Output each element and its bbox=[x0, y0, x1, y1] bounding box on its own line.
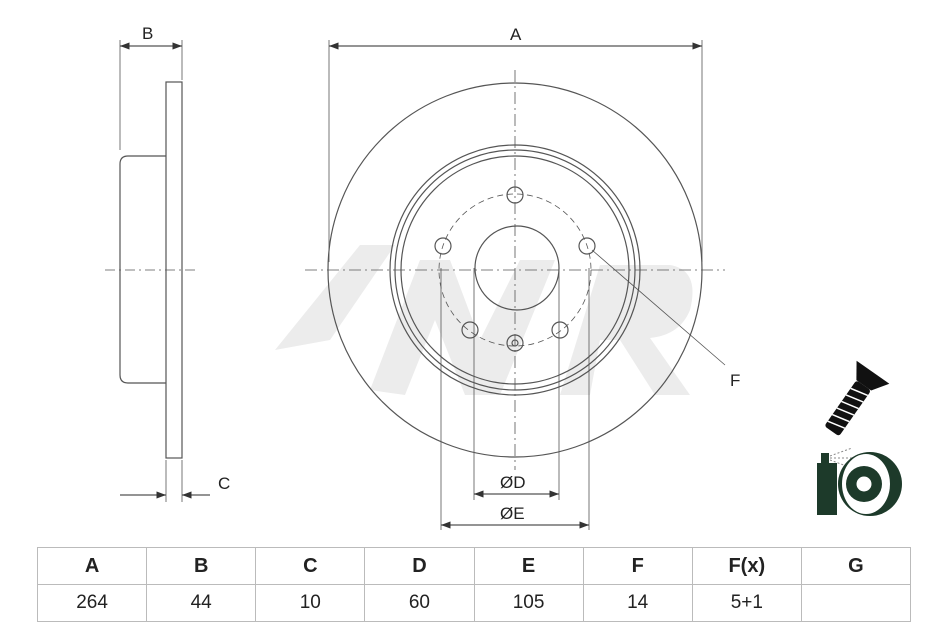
label-c: C bbox=[218, 474, 230, 493]
label-d: ØD bbox=[500, 473, 526, 492]
label-e: ØE bbox=[500, 504, 525, 523]
side-view bbox=[105, 40, 210, 502]
value-f: 14 bbox=[582, 584, 693, 622]
value-e: 105 bbox=[473, 584, 584, 622]
value-c: 10 bbox=[255, 584, 366, 622]
header-d: D bbox=[364, 547, 475, 585]
header-c: C bbox=[255, 547, 366, 585]
label-a: A bbox=[510, 25, 522, 44]
value-d: 60 bbox=[364, 584, 475, 622]
table-row: 264 44 10 60 105 14 5+1 bbox=[36, 584, 912, 622]
countersunk-screw-icon bbox=[825, 360, 890, 436]
header-g: G bbox=[800, 547, 912, 585]
label-b: B bbox=[142, 24, 153, 43]
header-b: B bbox=[146, 547, 257, 585]
value-a: 264 bbox=[36, 584, 148, 622]
front-view bbox=[305, 40, 726, 530]
label-f: F bbox=[730, 371, 740, 390]
header-e: E bbox=[473, 547, 584, 585]
header-fx: F(x) bbox=[691, 547, 802, 585]
table-header-row: A B C D E F F(x) G bbox=[36, 547, 912, 585]
header-a: A bbox=[36, 547, 148, 585]
value-fx: 5+1 bbox=[691, 584, 802, 622]
spray-cleaning-disc-icon bbox=[817, 447, 902, 516]
dimensions-table: A B C D E F F(x) G 264 44 10 60 105 14 5… bbox=[36, 547, 912, 622]
header-f: F bbox=[582, 547, 693, 585]
value-b: 44 bbox=[146, 584, 257, 622]
value-g bbox=[800, 584, 912, 622]
